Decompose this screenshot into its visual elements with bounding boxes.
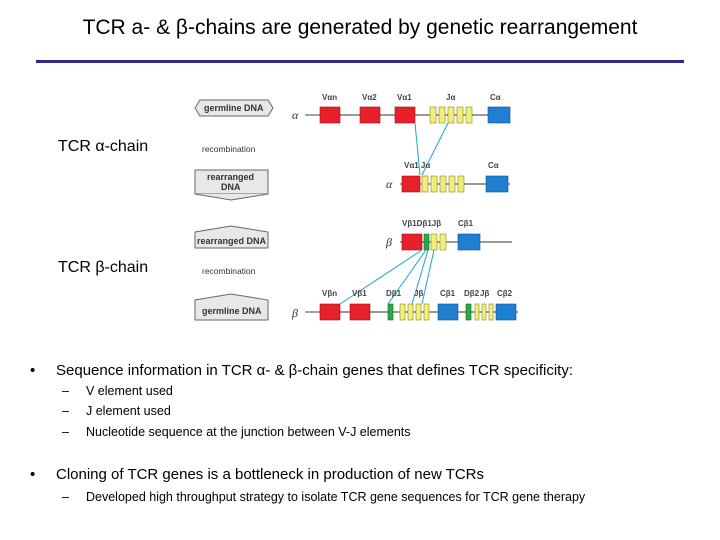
dash-marker-4: – bbox=[62, 490, 69, 504]
dash-marker-3: – bbox=[62, 425, 69, 439]
alpha-rearranged-label-0: Vα1 Jα bbox=[404, 161, 430, 170]
beta-rearranged-label-0: Vβ1Dβ1Jβ bbox=[402, 219, 441, 228]
recombination-bottom-text: recombination bbox=[202, 266, 256, 276]
beta-germline-label-2: Dβ1 bbox=[386, 289, 402, 298]
bullet-marker-2: • bbox=[30, 466, 36, 483]
alpha-germline-label-0: Vαn bbox=[322, 93, 337, 102]
rearranged-top-line1: rearranged bbox=[207, 172, 254, 182]
alpha-germline-label-1: Vα2 bbox=[362, 93, 377, 102]
tcr-rearrangement-diagram: .bx { fill: #e8e8e8; stroke: #666; strok… bbox=[194, 93, 518, 321]
sub-item-2: J element used bbox=[86, 404, 171, 418]
bullet-1-text: Sequence information in TCR α- & β-chain… bbox=[56, 362, 573, 379]
rearranged-dna-box-top: rearranged DNA bbox=[194, 169, 269, 201]
alpha-rearranged-locus: Vα1 Jα Cα bbox=[400, 161, 510, 193]
beta-germline-locus: Vβn Vβ1 Dβ1 Jβ Cβ1 Dβ2 Jβ Cβ2 bbox=[305, 289, 518, 321]
alpha-germline-label-3: Jα bbox=[446, 93, 455, 102]
alpha-germline-label-2: Vα1 bbox=[397, 93, 412, 102]
dash-marker-1: – bbox=[62, 384, 69, 398]
recombination-top-text: recombination bbox=[202, 144, 256, 154]
beta-germline-label-6: Jβ bbox=[480, 289, 489, 298]
beta-germline-label-5: Dβ2 bbox=[464, 289, 480, 298]
beta-germline-label-7: Cβ2 bbox=[497, 289, 513, 298]
sub-item-1: V element used bbox=[86, 384, 173, 398]
alpha-chain-label: TCR α-chain bbox=[58, 138, 149, 155]
germline-dna-top-text: germline DNA bbox=[204, 103, 264, 113]
v-alpha-1-segment bbox=[394, 106, 416, 124]
beta-marker-germline: β bbox=[291, 306, 298, 320]
germline-dna-bottom-text: germline DNA bbox=[202, 306, 262, 316]
alpha-germline-locus: Vαn Vα2 Vα1 Jα Cα bbox=[305, 93, 511, 124]
beta-chain-label: TCR β-chain bbox=[58, 259, 149, 276]
beta-germline-label-1: Vβ1 bbox=[352, 289, 367, 298]
rearranged-bottom-text: rearranged DNA bbox=[197, 236, 267, 246]
bullet-marker-1: • bbox=[30, 362, 36, 379]
alpha-marker-rearranged: α bbox=[386, 177, 393, 191]
rearranged-dna-box-bottom: rearranged DNA bbox=[194, 225, 269, 249]
rearranged-top-line2: DNA bbox=[221, 182, 241, 192]
dash-marker-2: – bbox=[62, 404, 69, 418]
beta-marker-rearranged: β bbox=[385, 235, 392, 249]
c-alpha-segment bbox=[487, 106, 511, 124]
v-alpha-2-segment bbox=[359, 106, 381, 124]
beta-germline-label-3: Jβ bbox=[414, 289, 423, 298]
alpha-germline-label-4: Cα bbox=[490, 93, 501, 102]
alpha-rearranged-label-1: Cα bbox=[488, 161, 499, 170]
slide-title: TCR a- & β-chains are generated by genet… bbox=[82, 16, 638, 39]
bullet-2-text: Cloning of TCR genes is a bottleneck in … bbox=[56, 466, 485, 483]
title-divider bbox=[36, 60, 684, 63]
beta-germline-label-4: Cβ1 bbox=[440, 289, 456, 298]
beta-rearranged-label-1: Cβ1 bbox=[458, 219, 474, 228]
germline-dna-box-bottom: germline DNA bbox=[194, 293, 269, 321]
alpha-marker-germline: α bbox=[292, 108, 299, 122]
beta-germline-label-0: Vβn bbox=[322, 289, 337, 298]
sub-item-3: Nucleotide sequence at the junction betw… bbox=[86, 425, 411, 439]
sub-item-4: Developed high throughput strategy to is… bbox=[86, 490, 586, 504]
germline-dna-box-top: germline DNA bbox=[194, 99, 274, 117]
beta-rearranged-locus: Vβ1Dβ1Jβ Cβ1 bbox=[400, 219, 512, 251]
v-alpha-n-segment bbox=[319, 106, 341, 124]
